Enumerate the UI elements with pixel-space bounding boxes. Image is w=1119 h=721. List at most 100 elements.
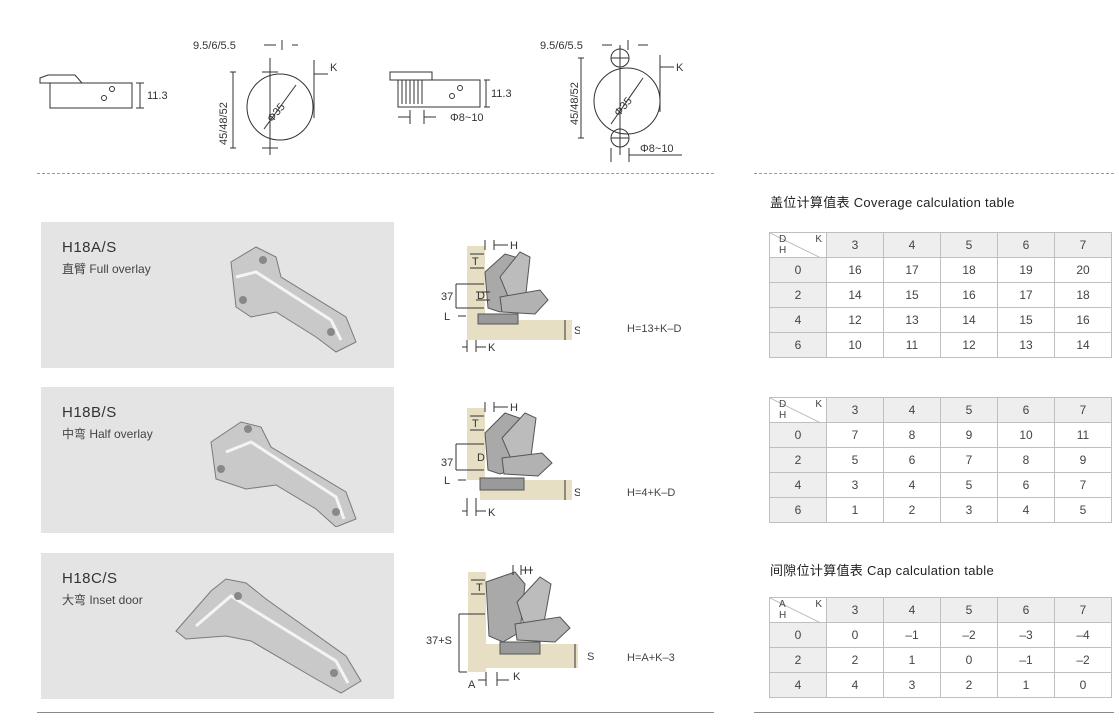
table-cell: 7 [1054,472,1112,498]
drawing-cup-circle [230,40,328,155]
table-cell: 13 [997,332,1055,358]
table-cell: 13 [883,307,941,333]
table-row: 0 7 8 9 10 11 [769,422,1112,448]
row-header: 0 [769,422,827,448]
table-cell: –1 [997,647,1055,673]
label-h: H [510,240,518,252]
label-d: D [477,290,485,302]
table-cell: 14 [940,307,998,333]
d4-k-label: K [676,62,684,74]
table-row: 2 2 1 0 –1 –2 [769,647,1112,673]
drawing-plate-side [389,71,490,124]
table-cell: 16 [1054,307,1112,333]
table-cell: 12 [940,332,998,358]
product-code: H18C/S [62,570,118,587]
table-cell: 1 [997,672,1055,698]
row-header: 2 [769,647,827,673]
col-header: 6 [997,597,1055,623]
table-cell: 0 [940,647,998,673]
table-cell: 8 [883,422,941,448]
table-cell: 5 [940,472,998,498]
table-cell: 10 [997,422,1055,448]
col-header: 5 [940,597,998,623]
table-cell: 20 [1054,257,1112,283]
table-row: 6 10 11 12 13 14 [769,332,1112,358]
col-header: 6 [997,232,1055,258]
d2-diam-label: Φ35 [265,101,288,125]
mounting-diagram-b: H T D 37 L S K [441,402,580,519]
table-cell: 0 [826,622,884,648]
product-code: H18A/S [62,239,117,256]
table-row: 2 14 15 16 17 18 [769,282,1112,308]
col-header: 4 [883,397,941,423]
label-h: H [510,402,518,414]
table-cell: 16 [826,257,884,283]
cap-table-title: 间隙位计算值表 Cap calculation table [770,563,994,578]
table-cell: 15 [997,307,1055,333]
table-cell: 19 [997,257,1055,283]
table-cell: 8 [997,447,1055,473]
col-header: 6 [997,397,1055,423]
table-cell: 4 [997,497,1055,523]
row-header: 6 [769,497,827,523]
d2-top-label: 9.5/6/5.5 [193,40,236,52]
coverage-table-title: 盖位计算值表 Coverage calculation table [770,195,1015,210]
label-k: K [488,507,496,519]
table-cell: 1 [883,647,941,673]
table-cell: 11 [1054,422,1112,448]
table-cell: –2 [940,622,998,648]
mounting-diagram-a: H T D 37 L S K [441,240,580,354]
table-cell: 17 [997,282,1055,308]
table-cell: 2 [883,497,941,523]
col-header: 7 [1054,597,1112,623]
col-header: 5 [940,232,998,258]
divider-bottom-right [754,712,1114,713]
col-header: 3 [826,597,884,623]
hinge-inset-door-image [175,578,362,694]
col-header: 7 [1054,232,1112,258]
label-s: S [574,325,580,337]
hinge-full-overlay-image [230,246,357,353]
label-d: D [477,452,485,464]
row-header: 2 [769,282,827,308]
table-cell: 6 [997,472,1055,498]
d4-side-label: 45/48/52 [569,82,581,125]
hinge-half-overlay-image [210,421,357,527]
d4-bottom-label: Φ8~10 [640,143,674,155]
table-cell: 3 [940,497,998,523]
table-cell: 5 [1054,497,1112,523]
table-cell: –4 [1054,622,1112,648]
table-row: 4 4 3 2 1 0 [769,672,1112,698]
table-cell: 14 [826,282,884,308]
product-panel-a: H18A/S 直臂 Full overlay [41,222,394,368]
label-l: L [444,475,450,487]
col-header: 7 [1054,397,1112,423]
divider-bottom-left [37,712,714,713]
col-header: 4 [883,232,941,258]
divider-top-left [37,173,714,174]
table-cell: 9 [1054,447,1112,473]
table-row: 4 3 4 5 6 7 [769,472,1112,498]
product-code: H18B/S [62,404,117,421]
drawing-cup-plugs [578,40,682,162]
label-37: 37 [441,291,453,303]
d4-diam-label: Φ35 [612,95,635,119]
table-cell: 18 [940,257,998,283]
d4-top-label: 9.5/6/5.5 [540,40,583,52]
table-cell: 7 [940,447,998,473]
table-cell: 4 [826,672,884,698]
table-cell: 6 [883,447,941,473]
table-cell: 2 [940,672,998,698]
table-cell: 12 [826,307,884,333]
label-h: H [524,565,532,577]
divider-top-right [754,173,1114,174]
row-header: 4 [769,672,827,698]
label-37: 37 [441,457,453,469]
label-k: K [488,342,496,354]
table-cell: –2 [1054,647,1112,673]
mounting-diagram-c: H T 37+S S A K [426,565,578,690]
col-header: 3 [826,232,884,258]
table-cell: 4 [883,472,941,498]
